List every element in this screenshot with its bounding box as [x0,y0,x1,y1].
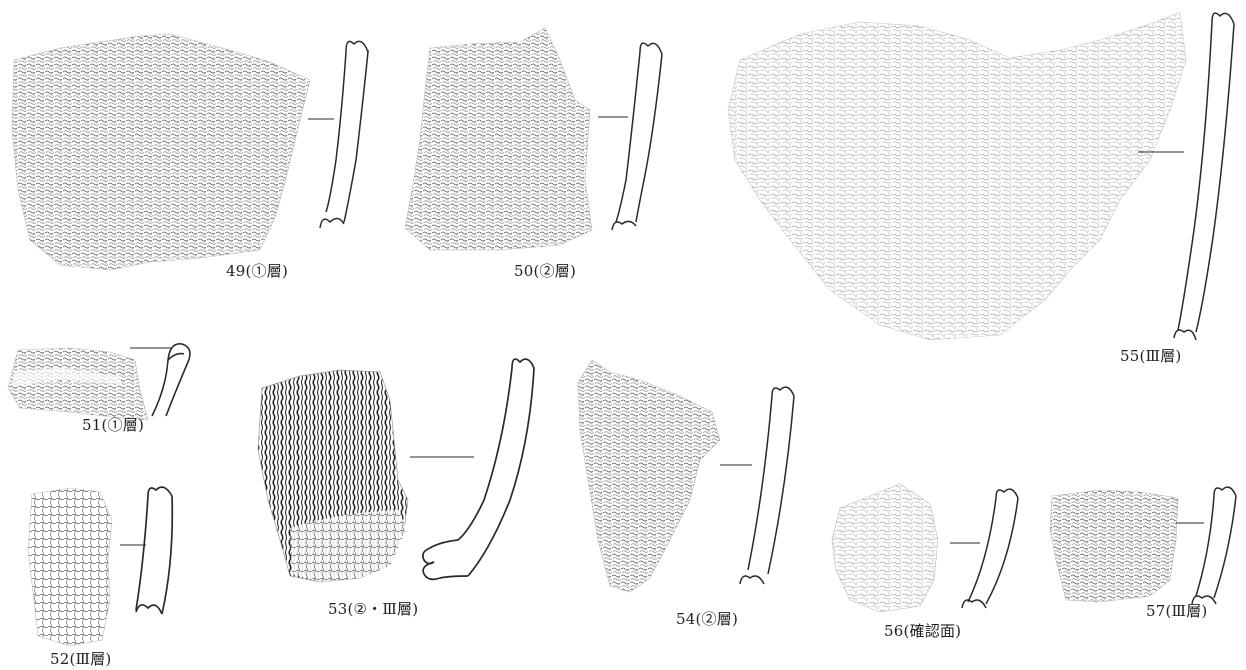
sherd-55 [727,11,1235,341]
sherd-54-profile [739,386,795,585]
sherd-51 [7,343,191,421]
sherd-50-rubbing [404,27,593,251]
sherd-50 [404,27,663,251]
caption-55: 55(Ⅲ層) [1120,347,1182,365]
sherd-51-band [12,368,122,386]
sherd-49-profile [319,40,369,229]
sherd-52-rubbing [27,487,113,647]
caption-57: 57(Ⅲ層) [1146,602,1208,620]
caption-54: 54(②層) [676,610,738,628]
caption-49: 49(①層) [226,262,288,280]
caption-50: 50(②層) [514,262,576,280]
sherd-53-base-band [290,510,406,582]
sherd-57 [1049,486,1237,605]
caption-53: 53(②・Ⅲ層) [328,600,419,618]
sherd-49 [11,33,369,271]
sherd-54-rubbing [577,359,721,593]
sherd-56-rubbing [831,483,939,613]
sherd-56 [831,483,1019,613]
caption-56: 56(確認面) [884,622,962,640]
sherd-56-profile [961,488,1019,609]
sherd-57-profile [1191,486,1237,605]
sherd-52-profile [135,486,174,615]
caption-52: 52(Ⅲ層) [50,650,112,668]
sherd-51-profile [151,343,191,417]
sherd-51-rubbing [7,347,149,421]
sherd-55-rubbing [727,11,1187,341]
sherd-53 [257,358,535,583]
sherd-52 [27,486,174,647]
sherd-55-profile [1173,12,1235,341]
caption-51: 51(①層) [82,416,144,434]
sherd-54 [577,359,795,593]
sherd-50-profile [611,42,663,231]
sherd-53-profile [422,358,535,581]
sherd-57-rubbing [1049,489,1179,603]
sherd-49-rubbing [11,33,311,271]
